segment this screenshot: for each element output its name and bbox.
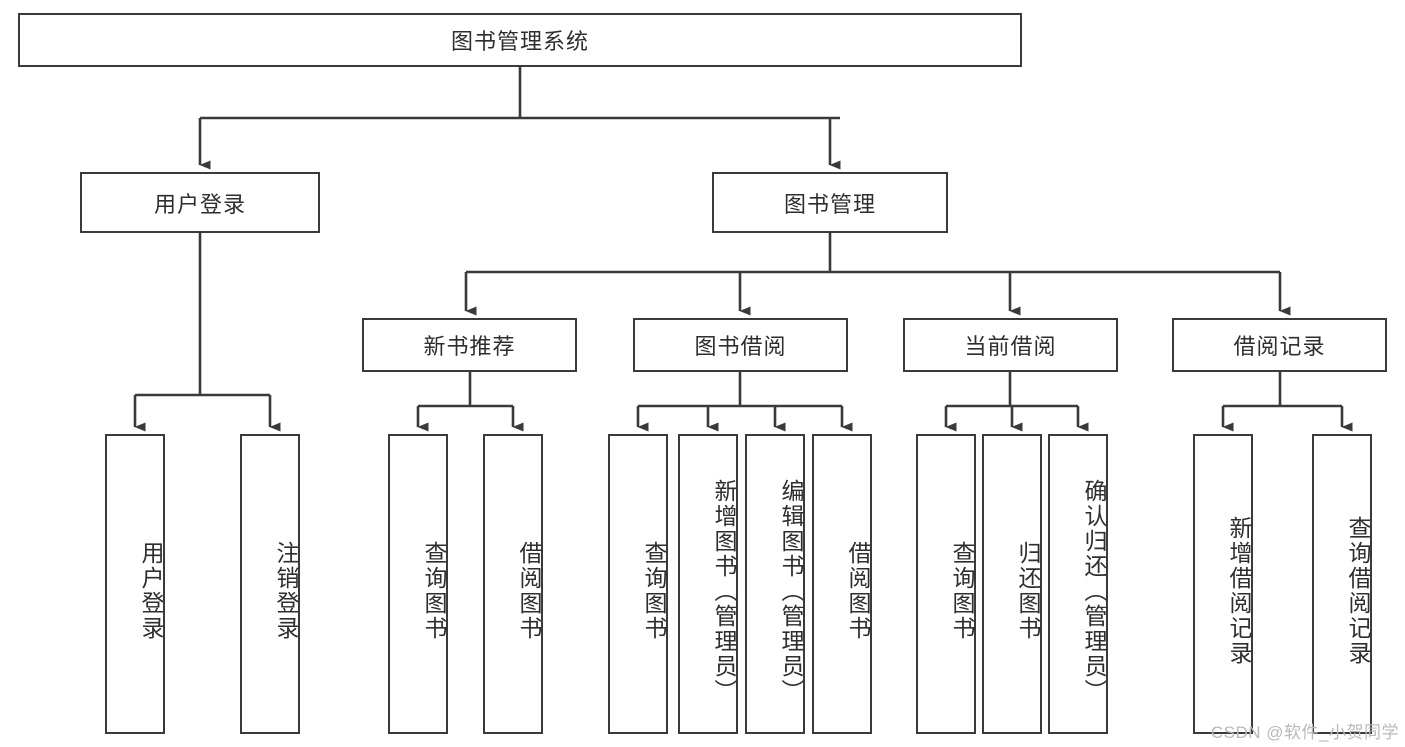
node-book-borrow[interactable]: 图书借阅 bbox=[633, 318, 848, 372]
node-leaf-user-login[interactable]: 用户登录 bbox=[105, 434, 165, 734]
node-leaf-current-confirm-return-label: 确认归还（管理员） bbox=[1081, 478, 1107, 704]
node-leaf-current-return-book-label: 归还图书 bbox=[1015, 541, 1041, 641]
node-leaf-borrow-query-book-label: 查询图书 bbox=[641, 541, 667, 641]
node-user-login-label: 用户登录 bbox=[153, 191, 246, 217]
node-leaf-borrow-add-book[interactable]: 新增图书（管理员） bbox=[678, 434, 738, 734]
node-leaf-borrow-lend-book-label: 借阅图书 bbox=[845, 541, 871, 641]
node-borrow-record-label: 借阅记录 bbox=[1233, 334, 1326, 359]
node-leaf-rec-borrow-book-label: 借阅图书 bbox=[516, 541, 542, 641]
node-leaf-borrow-query-book[interactable]: 查询图书 bbox=[608, 434, 668, 734]
node-book-manage-label: 图书管理 bbox=[783, 191, 876, 217]
node-new-book-recommend-label: 新书推荐 bbox=[423, 334, 516, 359]
node-leaf-user-logout-label: 注销登录 bbox=[273, 541, 299, 641]
node-leaf-rec-borrow-book[interactable]: 借阅图书 bbox=[483, 434, 543, 734]
node-book-borrow-label: 图书借阅 bbox=[694, 334, 787, 359]
node-leaf-record-add[interactable]: 新增借阅记录 bbox=[1193, 434, 1253, 734]
node-user-login[interactable]: 用户登录 bbox=[80, 172, 320, 233]
node-leaf-current-query-book-label: 查询图书 bbox=[949, 541, 975, 641]
node-current-borrow-label: 当前借阅 bbox=[964, 334, 1057, 359]
node-borrow-record[interactable]: 借阅记录 bbox=[1172, 318, 1387, 372]
node-leaf-borrow-edit-book-label: 编辑图书（管理员） bbox=[778, 478, 804, 704]
node-leaf-user-logout[interactable]: 注销登录 bbox=[240, 434, 300, 734]
node-leaf-current-query-book[interactable]: 查询图书 bbox=[916, 434, 976, 734]
node-leaf-borrow-edit-book[interactable]: 编辑图书（管理员） bbox=[745, 434, 805, 734]
node-leaf-record-add-label: 新增借阅记录 bbox=[1226, 516, 1252, 666]
node-leaf-user-login-label: 用户登录 bbox=[138, 541, 164, 641]
node-leaf-rec-query-book-label: 查询图书 bbox=[421, 541, 447, 641]
node-root-label: 图书管理系统 bbox=[450, 29, 589, 54]
node-leaf-rec-query-book[interactable]: 查询图书 bbox=[388, 434, 448, 734]
node-root[interactable]: 图书管理系统 bbox=[18, 13, 1022, 67]
node-current-borrow[interactable]: 当前借阅 bbox=[903, 318, 1118, 372]
node-leaf-current-confirm-return[interactable]: 确认归还（管理员） bbox=[1048, 434, 1108, 734]
node-new-book-recommend[interactable]: 新书推荐 bbox=[362, 318, 577, 372]
node-leaf-record-query[interactable]: 查询借阅记录 bbox=[1312, 434, 1372, 734]
node-leaf-borrow-add-book-label: 新增图书（管理员） bbox=[711, 478, 737, 704]
node-book-manage[interactable]: 图书管理 bbox=[712, 172, 948, 233]
node-leaf-current-return-book[interactable]: 归还图书 bbox=[982, 434, 1042, 734]
node-leaf-borrow-lend-book[interactable]: 借阅图书 bbox=[812, 434, 872, 734]
node-leaf-record-query-label: 查询借阅记录 bbox=[1345, 516, 1371, 666]
